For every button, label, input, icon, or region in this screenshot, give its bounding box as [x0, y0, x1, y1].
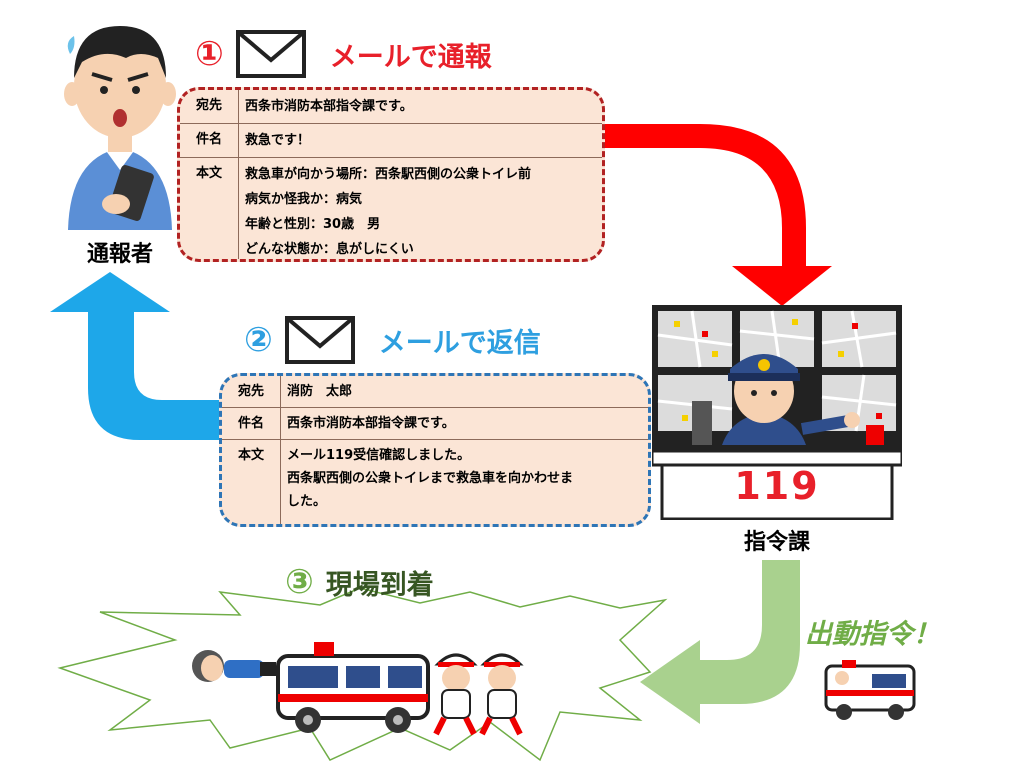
envelope-icon [284, 316, 355, 364]
field-value: した。 [287, 494, 327, 509]
patient-illustration [192, 650, 276, 682]
reply-email: 宛先 消防 太郎 件名 西条市消防本部指令課です。 本文 メール119受信確認し… [219, 373, 651, 527]
dispatch-label: 指令課 [743, 530, 810, 555]
field-value: 西条駅西側の公衆トイレまで救急車を向かわせま [287, 471, 574, 486]
field-value: 西条市消防本部指令課です。 [287, 416, 455, 431]
envelope-icon [235, 30, 306, 78]
field-value: 消防 太郎 [287, 384, 353, 399]
step1-number: ① [195, 34, 224, 74]
field-value: 年齢と性別：30歳 男 [245, 217, 381, 232]
paramedic-illustration [433, 653, 524, 736]
email-field-row: 本文 メール119受信確認しました。 西条駅西側の公衆トイレまで救急車を向かわせ… [222, 439, 648, 524]
step1-heading: ① メールで通報 [195, 30, 492, 78]
step2-title: メールで返信 [378, 327, 541, 359]
reporter-illustration [64, 26, 176, 230]
field-label: 本文 [180, 157, 239, 259]
field-label: 件名 [180, 123, 239, 158]
field-value: 病気か怪我か：病気 [245, 192, 363, 207]
blue-arrow [50, 272, 222, 440]
dispatch-order-label: 出動指令！ [805, 619, 940, 650]
email-field-row: 件名 救急です！ [180, 123, 602, 158]
field-label: 宛先 [180, 90, 239, 124]
field-value: 救急です！ [245, 133, 311, 148]
dispatcher-illustration [652, 305, 902, 520]
email-field-row: 宛先 消防 太郎 [222, 376, 648, 408]
reporter-label: 通報者 [86, 242, 153, 267]
report-email: 宛先 西条市消防本部指令課です。 件名 救急です！ 本文 救急車が向かう場所：西… [177, 87, 605, 262]
ambulance-illustration [276, 642, 430, 733]
field-label: 件名 [222, 407, 281, 440]
step3-heading: ③ 現場到着 [285, 562, 434, 602]
email-field-row: 本文 救急車が向かう場所：西条駅西側の公衆トイレ前 病気か怪我か：病気 年齢と性… [180, 157, 602, 259]
step2-heading: ② メールで返信 [244, 316, 541, 364]
green-arrow [640, 560, 800, 724]
step2-number: ② [244, 320, 273, 360]
red-arrow [600, 124, 832, 306]
step3-title: 現場到着 [325, 569, 434, 601]
email-field-row: 宛先 西条市消防本部指令課です。 [180, 90, 602, 124]
field-value: メール119受信確認しました。 [287, 448, 471, 463]
ambulance-icon [824, 660, 916, 720]
step1-title: メールで通報 [329, 41, 492, 73]
dispatch-119-sign: 119 [734, 464, 820, 508]
email-field-row: 件名 西条市消防本部指令課です。 [222, 407, 648, 440]
step3-number: ③ [285, 562, 314, 602]
field-value: 救急車が向かう場所：西条駅西側の公衆トイレ前 [245, 167, 532, 182]
field-value: どんな状態か：息がしにくい [245, 242, 414, 257]
field-label: 本文 [222, 439, 281, 524]
field-value: 西条市消防本部指令課です。 [245, 99, 413, 114]
field-label: 宛先 [222, 376, 281, 408]
